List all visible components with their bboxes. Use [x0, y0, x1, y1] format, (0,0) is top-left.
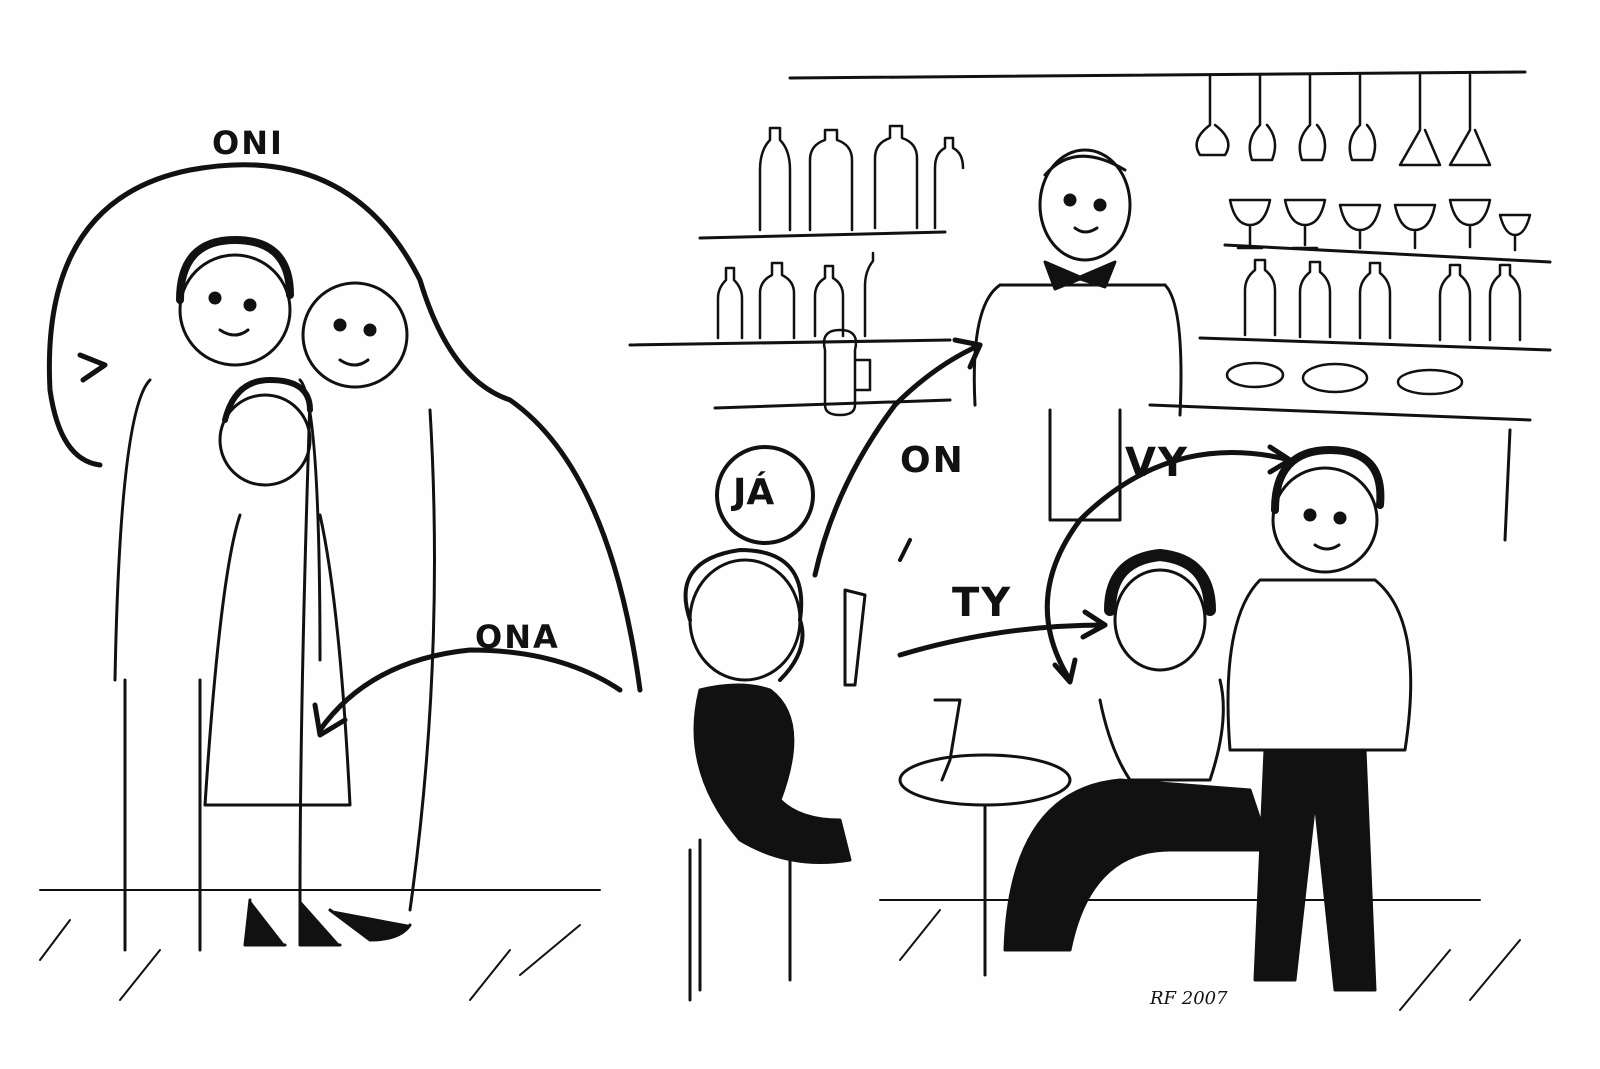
label-oni: ONI — [212, 124, 284, 162]
label-ja: JÁ — [733, 472, 775, 513]
floor-tiles — [39, 889, 1521, 1011]
bowls — [1225, 361, 1464, 396]
artist-signature: RF 2007 — [1150, 988, 1228, 1009]
label-ty: TY — [952, 580, 1013, 626]
bar-shelves — [628, 70, 1552, 542]
beer-mug — [822, 328, 872, 417]
arrow-on — [812, 342, 983, 578]
hanging-glasses — [1195, 73, 1492, 167]
label-on: ON — [900, 440, 965, 481]
label-ona: ONA — [475, 618, 560, 656]
arrow-vy — [1044, 450, 1293, 683]
arrows — [46, 162, 1293, 738]
ja-circle — [715, 445, 815, 545]
bottles — [716, 124, 1522, 342]
woman-ty — [898, 549, 1272, 977]
waiter — [972, 148, 1183, 522]
arrow-ona — [317, 647, 623, 733]
woman-ja — [683, 538, 912, 1002]
arrow-ty — [897, 622, 1108, 658]
wine-glasses — [1228, 198, 1532, 252]
man-vy — [1226, 446, 1413, 992]
family-group — [113, 236, 436, 952]
arrow-oni — [46, 162, 643, 693]
label-vy: VY — [1125, 440, 1189, 486]
